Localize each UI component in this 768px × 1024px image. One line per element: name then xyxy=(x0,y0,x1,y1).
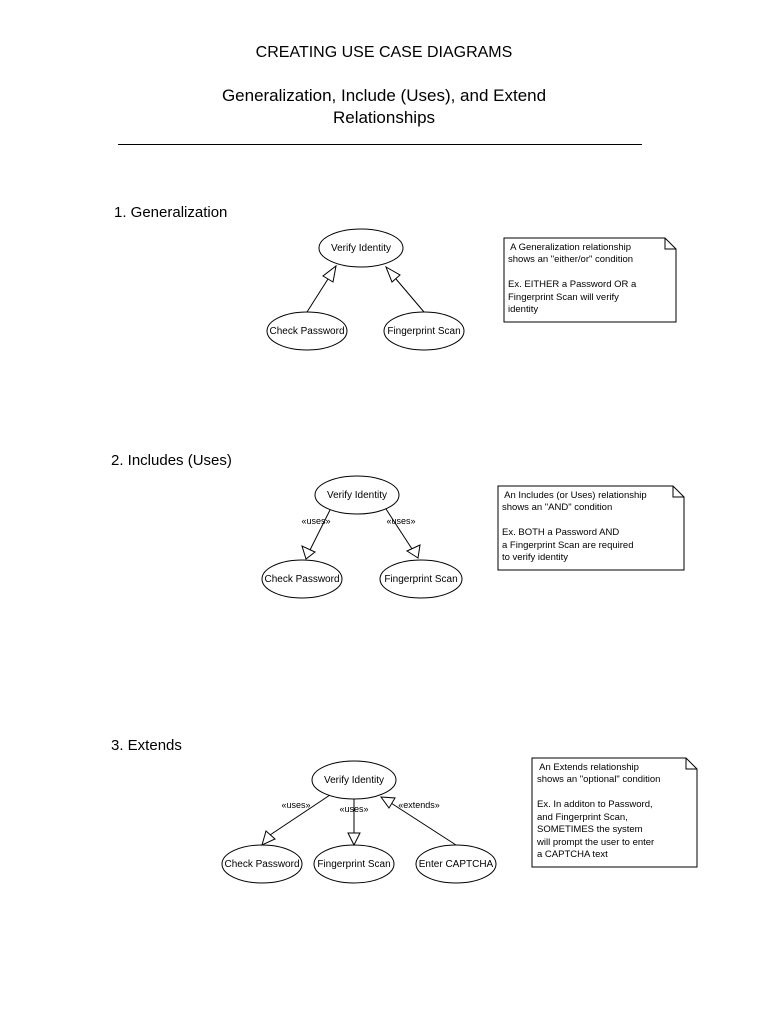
note-line: Ex. In additon to Password, xyxy=(537,799,653,810)
stereotype-label-uses: «uses» xyxy=(301,516,330,526)
note-line: shows an "either/or" condition xyxy=(508,254,633,265)
generalization-edge xyxy=(395,278,425,313)
use-case-label-verify-identity: Verify Identity xyxy=(331,243,391,254)
use-case-label-check-password: Check Password xyxy=(264,574,339,585)
note-line: shows an "optional" condition xyxy=(537,774,660,785)
uses-edge xyxy=(309,509,331,551)
generalization-arrowhead xyxy=(322,264,337,283)
subtitle-line-2: Relationships xyxy=(332,108,436,127)
uses-edge xyxy=(269,794,331,836)
uses-edge xyxy=(385,508,413,550)
use-case-check-password xyxy=(261,559,343,599)
note-line: An Includes (or Uses) relationship xyxy=(502,490,647,501)
generalization-diagram xyxy=(266,228,677,351)
extends-arrowhead xyxy=(379,796,396,809)
use-case-label-enter-captcha: Enter CAPTCHA xyxy=(419,859,494,870)
note-line: shows an "AND" condition xyxy=(502,502,612,513)
extends-diagram xyxy=(221,757,698,884)
section-heading-includes: 2. Includes (Uses) xyxy=(111,452,232,469)
use-case-verify-identity xyxy=(318,228,404,268)
stereotype-label-uses: «uses» xyxy=(386,516,415,526)
generalization-edge xyxy=(306,278,329,313)
title-divider xyxy=(118,144,642,145)
note-line: An Extends relationship xyxy=(537,762,639,773)
uses-arrowhead xyxy=(405,544,421,559)
stereotype-label-extends: «extends» xyxy=(398,800,440,810)
note-fold xyxy=(685,758,697,770)
use-case-label-verify-identity: Verify Identity xyxy=(324,775,384,786)
use-case-verify-identity xyxy=(314,475,400,515)
use-case-label-fingerprint-scan: Fingerprint Scan xyxy=(387,326,460,337)
note-text-extends: An Extends relationship shows an "option… xyxy=(536,762,660,860)
stereotype-label-uses: «uses» xyxy=(281,800,310,810)
note-line: will prompt the user to enter xyxy=(536,837,654,848)
note-text-generalization: A Generalization relationship shows an "… xyxy=(508,242,637,315)
note-line: a Fingerprint Scan are required xyxy=(502,540,634,551)
note-box xyxy=(531,757,698,868)
section-heading-generalization: 1. Generalization xyxy=(114,204,228,221)
use-case-label-verify-identity: Verify Identity xyxy=(327,490,387,501)
note-text-includes: An Includes (or Uses) relationship shows… xyxy=(502,490,647,563)
note-box xyxy=(503,237,677,323)
section-heading-extends: 3. Extends xyxy=(111,737,182,754)
note-line: to verify identity xyxy=(502,552,568,563)
note-line: A Generalization relationship xyxy=(508,242,631,253)
use-case-label-fingerprint-scan: Fingerprint Scan xyxy=(384,574,457,585)
note-line: SOMETIMES the system xyxy=(537,824,643,835)
uses-arrowhead xyxy=(301,545,316,560)
subtitle-line-1: Generalization, Include (Uses), and Exte… xyxy=(221,86,547,105)
note-line: Ex. BOTH a Password AND xyxy=(502,527,619,538)
extends-edge xyxy=(390,802,457,846)
uses-arrowhead xyxy=(347,832,361,847)
use-case-fingerprint-scan xyxy=(379,559,463,599)
note-line: Fingerprint Scan will verify xyxy=(508,292,619,303)
use-case-label-check-password: Check Password xyxy=(269,326,344,337)
note-line: a CAPTCHA text xyxy=(537,849,608,860)
note-line: and Fingerprint Scan, xyxy=(537,812,628,823)
note-fold xyxy=(664,238,676,250)
note-line: identity xyxy=(508,304,538,315)
note-line: Ex. EITHER a Password OR a xyxy=(508,279,637,290)
uses-arrowhead xyxy=(261,830,276,846)
page-title: CREATING USE CASE DIAGRAMS xyxy=(255,44,513,61)
use-case-label-fingerprint-scan: Fingerprint Scan xyxy=(317,859,390,870)
note-fold xyxy=(672,486,684,498)
note-box xyxy=(497,485,685,571)
stereotype-label-uses: «uses» xyxy=(339,804,368,814)
includes-diagram xyxy=(261,475,685,599)
generalization-arrowhead xyxy=(385,265,401,283)
use-case-label-check-password: Check Password xyxy=(224,859,299,870)
page-subtitle: Generalization, Include (Uses), and Exte… xyxy=(0,85,768,129)
